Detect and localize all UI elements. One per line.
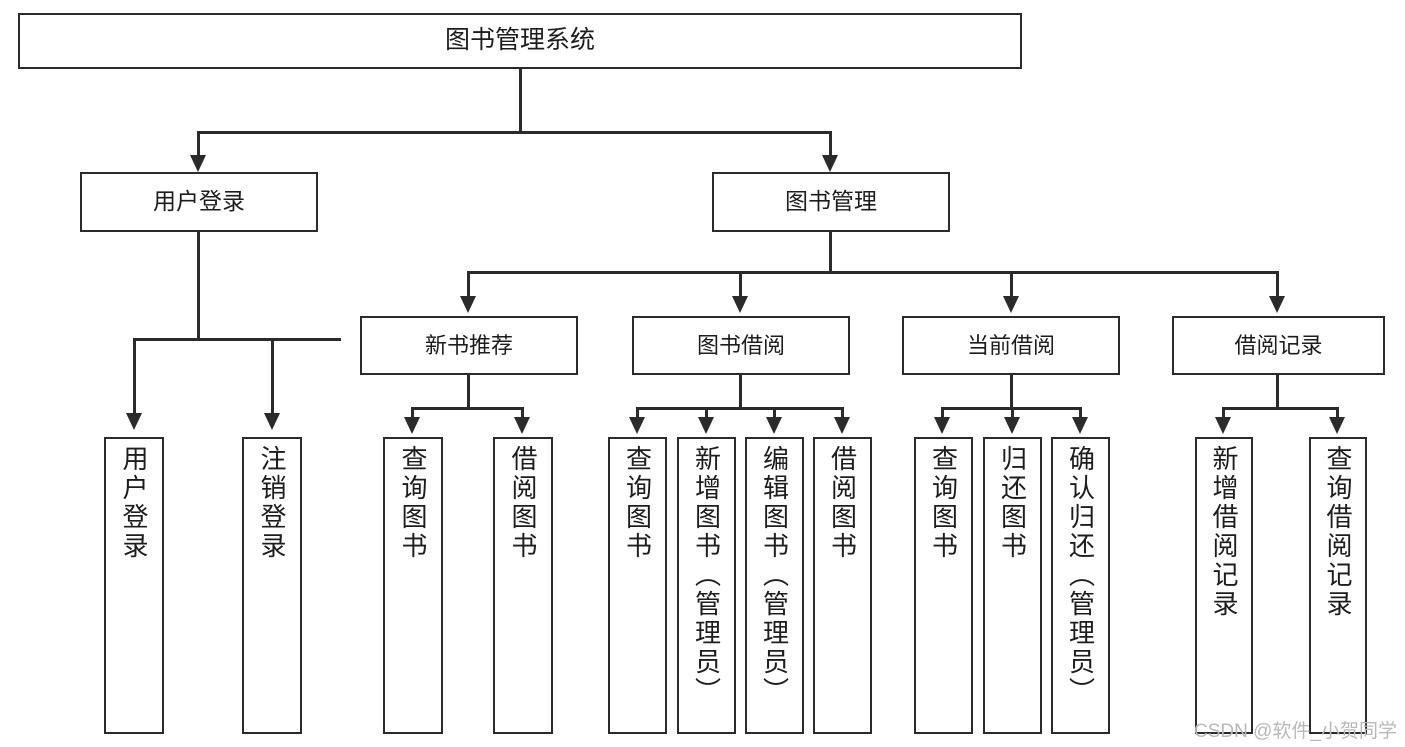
arrowhead-user-login: [190, 155, 206, 172]
connector-new-book-recommend-stem: [467, 375, 470, 409]
node-current-borrow[interactable]: 当前借阅: [902, 316, 1120, 375]
connector-drop-bb-4: [841, 407, 844, 419]
node-label: 借阅图书: [827, 445, 858, 561]
connector-borrow-record-stem: [1276, 375, 1279, 409]
connector-drop-br-1: [1222, 407, 1225, 419]
node-leaf-query-book-2[interactable]: 查询图书: [608, 437, 667, 734]
node-leaf-add-book[interactable]: 新增图书（管理员）: [677, 437, 736, 734]
connector-user-login-stem: [197, 232, 200, 340]
arrowhead-br-2: [1329, 417, 1345, 434]
arrowhead-br-1: [1215, 417, 1231, 434]
connector-book-management-stem: [829, 232, 832, 273]
arrowhead-current-borrow: [1003, 296, 1019, 313]
connector-book-borrow-bus: [636, 407, 843, 410]
connector-drop-borrow-record: [1276, 271, 1279, 299]
arrowhead-bb-2: [698, 417, 714, 434]
connector-borrow-record-bus: [1222, 407, 1338, 410]
connector-drop-leaf-logout: [271, 338, 274, 415]
connector-drop-bb-3: [773, 407, 776, 419]
node-label: 借阅记录: [1234, 332, 1323, 358]
node-leaf-query-record[interactable]: 查询借阅记录: [1309, 437, 1367, 734]
arrowhead-bb-4: [834, 417, 850, 434]
connector-drop-nb-1: [411, 407, 414, 419]
arrowhead-leaf-logout: [264, 413, 280, 430]
arrowhead-cb-1: [934, 417, 950, 434]
connector-drop-new-book-recommend: [467, 271, 470, 299]
node-borrow-record[interactable]: 借阅记录: [1172, 316, 1385, 375]
arrowhead-cb-3: [1072, 417, 1088, 434]
node-label: 新增图书（管理员）: [691, 445, 722, 706]
connector-root-bus: [197, 131, 831, 134]
connector-current-borrow-stem: [1010, 375, 1013, 409]
connector-user-login-bus: [133, 338, 341, 341]
node-label: 图书管理系统: [444, 26, 595, 55]
node-label: 查询图书: [622, 445, 653, 561]
node-label: 用户登录: [153, 188, 245, 215]
arrowhead-leaf-user-login: [126, 413, 142, 430]
node-label: 图书借阅: [696, 332, 785, 358]
connector-drop-book-borrow: [739, 271, 742, 299]
node-leaf-logout[interactable]: 注销登录: [242, 437, 302, 734]
arrowhead-new-book-recommend: [460, 296, 476, 313]
connector-book-borrow-stem: [739, 375, 742, 409]
node-leaf-query-book-1[interactable]: 查询图书: [383, 437, 443, 734]
arrowhead-book-borrow: [732, 296, 748, 313]
node-leaf-query-book-3[interactable]: 查询图书: [914, 437, 973, 734]
arrowhead-book-management: [822, 155, 838, 172]
connector-drop-br-2: [1336, 407, 1339, 419]
arrowhead-cb-2: [1004, 417, 1020, 434]
connector-drop-cb-2: [1011, 407, 1014, 419]
node-root-system[interactable]: 图书管理系统: [18, 13, 1022, 69]
node-leaf-confirm-return[interactable]: 确认归还（管理员）: [1051, 437, 1110, 734]
arrowhead-nb-2: [514, 417, 530, 434]
node-leaf-borrow-book-2[interactable]: 借阅图书: [813, 437, 872, 734]
arrowhead-bb-1: [629, 417, 645, 434]
node-label: 查询图书: [928, 445, 959, 561]
node-leaf-borrow-book-1[interactable]: 借阅图书: [493, 437, 553, 734]
connector-drop-bb-2: [705, 407, 708, 419]
arrowhead-nb-1: [404, 417, 420, 434]
node-label: 查询图书: [398, 445, 428, 561]
node-user-login[interactable]: 用户登录: [80, 172, 318, 232]
node-label: 编辑图书（管理员）: [759, 445, 790, 706]
node-label: 查询借阅记录: [1323, 445, 1353, 619]
node-label: 借阅图书: [508, 445, 538, 561]
connector-drop-current-borrow: [1010, 271, 1013, 299]
node-label: 确认归还（管理员）: [1065, 445, 1096, 706]
connector-drop-leaf-user-login: [133, 338, 136, 415]
connector-drop-cb-3: [1079, 407, 1082, 419]
connector-drop-user-login: [197, 131, 200, 159]
node-label: 注销登录: [257, 445, 287, 561]
node-label: 新书推荐: [424, 332, 513, 358]
node-leaf-add-record[interactable]: 新增借阅记录: [1195, 437, 1253, 734]
connector-new-book-recommend-bus: [411, 407, 523, 410]
node-label: 用户登录: [119, 445, 149, 561]
node-label: 新增借阅记录: [1209, 445, 1239, 619]
connector-drop-bb-1: [636, 407, 639, 419]
connector-tier3-bus: [467, 271, 1279, 274]
node-new-book-recommend[interactable]: 新书推荐: [360, 316, 578, 375]
node-label: 当前借阅: [966, 332, 1055, 358]
arrowhead-bb-3: [766, 417, 782, 434]
arrowhead-borrow-record: [1269, 296, 1285, 313]
node-label: 图书管理: [785, 188, 877, 215]
csdn-watermark: CSDN @软件_小贺同学: [1194, 721, 1397, 742]
node-label: 归还图书: [997, 445, 1028, 561]
connector-drop-nb-2: [521, 407, 524, 419]
connector-root-stem: [519, 69, 522, 131]
node-leaf-edit-book[interactable]: 编辑图书（管理员）: [745, 437, 804, 734]
node-leaf-return-book[interactable]: 归还图书: [983, 437, 1042, 734]
node-book-borrow[interactable]: 图书借阅: [632, 316, 850, 375]
connector-drop-cb-1: [941, 407, 944, 419]
node-book-management[interactable]: 图书管理: [712, 172, 950, 232]
connector-drop-book-management: [829, 131, 832, 159]
node-leaf-user-login[interactable]: 用户登录: [104, 437, 164, 734]
